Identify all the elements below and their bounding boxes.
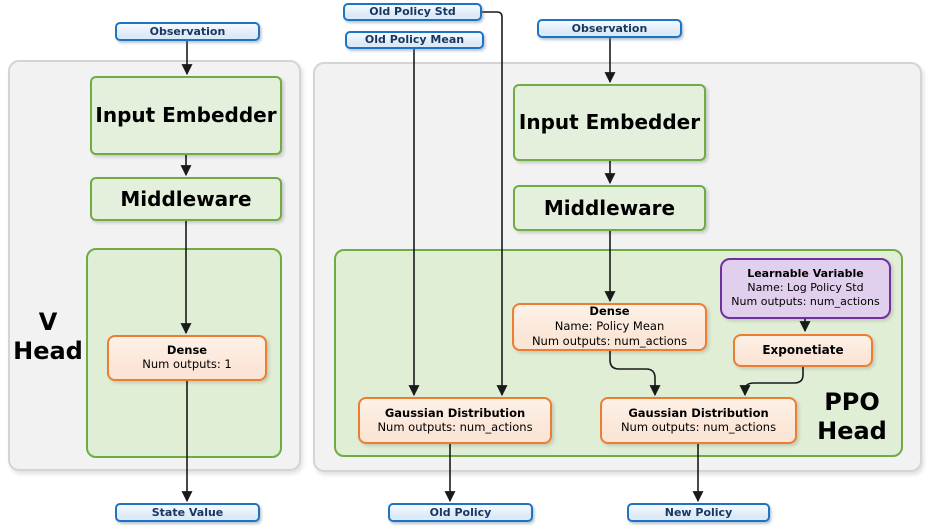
ppo-head-title-line2: Head — [817, 417, 887, 446]
dense-title-ppo: Dense — [589, 304, 630, 319]
ppo-head-title: PPO Head — [800, 388, 904, 447]
gaussian-new-outputs: Num outputs: num_actions — [620, 419, 777, 434]
learnable-variable-title: Learnable Variable — [747, 266, 864, 280]
wire-old-policy-std-to-gaussian-old — [482, 11, 508, 397]
old-policy-std-input-node: Old Policy Std — [343, 3, 482, 21]
input-embedder-label-v: Input Embedder — [95, 103, 277, 127]
wire-exponetiate-to-gaussian-new — [739, 367, 804, 397]
learnable-variable-name: Name: Log Policy Std — [747, 280, 864, 294]
observation-input-node-ppo: Observation — [537, 19, 682, 38]
gaussian-distribution-new-node: Gaussian Distribution Num outputs: num_a… — [600, 397, 797, 444]
wire-dense-to-gaussian-new — [609, 351, 661, 397]
dense-title-v: Dense — [166, 343, 208, 358]
learnable-variable-outputs: Num outputs: num_actions — [731, 295, 880, 309]
new-policy-output-node: New Policy — [627, 503, 770, 522]
v-head-title: V Head — [10, 308, 86, 367]
v-head-title-line1: V — [38, 308, 58, 336]
state-value-output-node: State Value — [115, 503, 260, 522]
observation-input-node-v: Observation — [115, 22, 260, 41]
learnable-variable-node: Learnable Variable Name: Log Policy Std … — [720, 258, 891, 319]
new-policy-label: New Policy — [664, 505, 733, 519]
gaussian-distribution-old-node: Gaussian Distribution Num outputs: num_a… — [358, 397, 552, 444]
observation-label-ppo: Observation — [571, 21, 648, 35]
middleware-label-v: Middleware — [120, 186, 252, 211]
middleware-node-v: Middleware — [90, 177, 282, 221]
observation-label-v: Observation — [149, 24, 226, 38]
old-policy-label: Old Policy — [429, 505, 492, 519]
dense-outputs-v: Num outputs: 1 — [142, 357, 232, 372]
old-policy-std-label: Old Policy Std — [369, 5, 456, 19]
middleware-label-ppo: Middleware — [543, 195, 676, 220]
exponetiate-node: Exponetiate — [733, 334, 873, 367]
v-head-title-line2: Head — [13, 337, 83, 366]
input-embedder-node-ppo: Input Embedder — [513, 84, 706, 161]
exponetiate-label: Exponetiate — [762, 343, 844, 357]
input-embedder-node-v: Input Embedder — [90, 76, 282, 155]
gaussian-old-title: Gaussian Distribution — [384, 405, 526, 420]
dense-name-ppo: Name: Policy Mean — [554, 318, 665, 333]
old-policy-output-node: Old Policy — [388, 503, 533, 522]
gaussian-old-outputs: Num outputs: num_actions — [377, 419, 533, 434]
old-policy-mean-label: Old Policy Mean — [364, 33, 465, 47]
ppo-head-title-line1: PPO — [824, 388, 880, 416]
dense-node-v: Dense Num outputs: 1 — [107, 335, 267, 381]
middleware-node-ppo: Middleware — [513, 185, 706, 231]
old-policy-mean-input-node: Old Policy Mean — [345, 31, 484, 49]
state-value-label: State Value — [151, 505, 224, 519]
dense-policy-mean-node: Dense Name: Policy Mean Num outputs: num… — [512, 303, 707, 351]
input-embedder-label-ppo: Input Embedder — [518, 110, 701, 134]
dense-outputs-ppo: Num outputs: num_actions — [531, 334, 688, 349]
gaussian-new-title: Gaussian Distribution — [628, 405, 769, 420]
